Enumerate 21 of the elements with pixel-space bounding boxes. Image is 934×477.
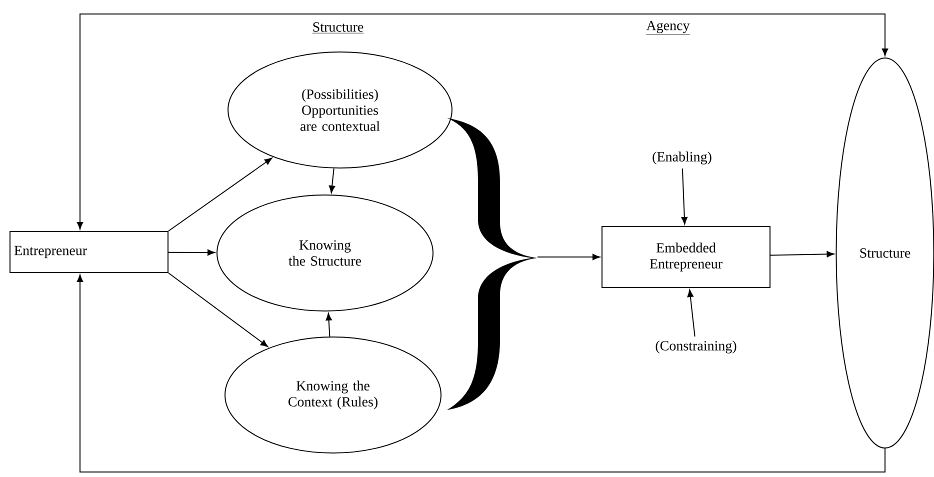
arrow [168, 249, 216, 256]
heading: Agency [646, 20, 690, 35]
arrow [168, 272, 268, 347]
arrow [687, 289, 696, 337]
constraining-label: (Constraining) [656, 340, 736, 354]
heading: Structure [312, 22, 364, 34]
arrow [168, 158, 272, 232]
arrow [76, 14, 888, 230]
oval: Knowing the Structure [216, 194, 434, 312]
arrow [328, 168, 336, 194]
curly-brace [447, 118, 537, 410]
process-box: Embedded Entrepreneur [602, 226, 770, 288]
arrow [76, 274, 886, 472]
oval: (Possibilities) Opportunities are contextual [228, 52, 452, 168]
arrow [770, 251, 834, 258]
oval: Knowing the Context (Rules) [224, 336, 442, 454]
arrow [537, 254, 600, 260]
arrow [326, 312, 332, 338]
enabling-label: (Enabling) [652, 152, 712, 164]
entrepreneur-box: Entrepreneur [10, 231, 168, 273]
arrow [681, 168, 688, 224]
